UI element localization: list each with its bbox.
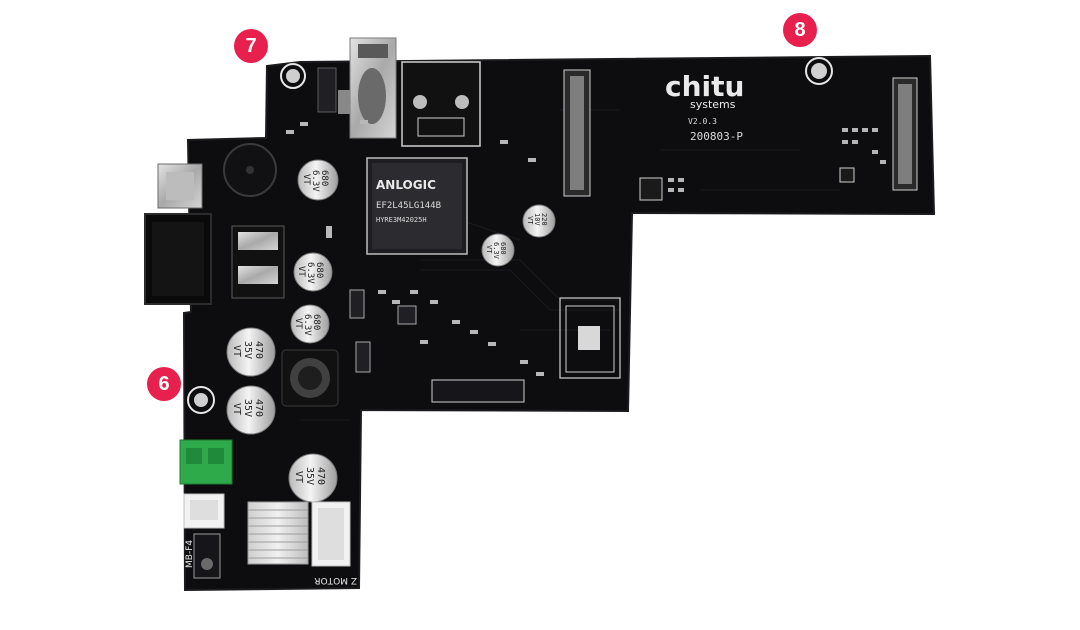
- white-connector-right: [311, 501, 351, 567]
- callout-marker-7: 7: [234, 29, 268, 63]
- bga-chip: [559, 297, 621, 379]
- svg-text:VT: VT: [301, 174, 311, 185]
- svg-text:6.3V: 6.3V: [305, 262, 315, 284]
- capacitor: 470 35V VT: [226, 385, 276, 435]
- chip-brand: ANLOGIC: [376, 178, 436, 192]
- svg-text:35V: 35V: [304, 467, 315, 485]
- mounting-hole-top-left: [280, 63, 306, 89]
- mounting-hole-top-right: [805, 57, 833, 85]
- green-terminal-block: [179, 439, 233, 485]
- svg-text:6.3V: 6.3V: [310, 170, 320, 192]
- svg-text:6.3V: 6.3V: [492, 242, 500, 260]
- svg-text:35V: 35V: [242, 341, 253, 359]
- fpga-chip: ANLOGIC EF2L45LG144B HYRE3M42025H: [366, 157, 468, 255]
- svg-text:680: 680: [319, 170, 329, 186]
- capacitor: 680 6.3V VT: [290, 304, 330, 344]
- capacitor: 680 6.3V VT: [481, 233, 515, 267]
- svg-text:VT: VT: [526, 216, 534, 225]
- connector-label-z-motor: Z MOTOR: [314, 575, 357, 585]
- callout-marker-6: 6: [147, 367, 181, 401]
- dc-jack: [157, 163, 203, 209]
- power-inductor: [281, 349, 339, 407]
- white-connector-left: [183, 493, 225, 529]
- mounting-hole-left: [187, 386, 215, 414]
- svg-text:VT: VT: [231, 345, 242, 357]
- svg-text:35V: 35V: [242, 399, 253, 417]
- pin-header-top: [317, 67, 350, 114]
- svg-text:VT: VT: [485, 245, 493, 254]
- capacitor: 220 10V VT: [522, 204, 556, 238]
- pin-header-bottom: [431, 379, 525, 403]
- svg-text:470: 470: [253, 399, 264, 417]
- usb-connector: [349, 37, 397, 139]
- logo-sub: systems: [690, 98, 736, 111]
- logo-main: chitu: [665, 70, 744, 103]
- smd-resistors-right: [668, 128, 886, 192]
- board-part-number: 200803-P: [690, 130, 743, 143]
- chip-lot: HYRE3M42025H: [376, 216, 427, 224]
- connector-label-mb: MB-F4: [185, 540, 195, 568]
- network-socket: [401, 61, 481, 147]
- svg-text:VT: VT: [293, 471, 304, 483]
- svg-text:VT: VT: [296, 266, 306, 277]
- small-ic: [839, 167, 855, 183]
- capacitor: 470 35V VT: [226, 327, 276, 377]
- power-switch: [144, 213, 285, 305]
- buzzer: [223, 143, 277, 197]
- svg-text:470: 470: [253, 341, 264, 359]
- svg-text:680: 680: [499, 242, 507, 255]
- heatsink: [247, 501, 309, 565]
- svg-text:680: 680: [314, 262, 324, 278]
- capacitor: 470 35V VT: [288, 453, 338, 503]
- ribbon-connector-right: [892, 77, 918, 191]
- svg-text:VT: VT: [231, 403, 242, 415]
- capacitor: 680 6.3V VT: [293, 252, 333, 292]
- svg-text:220: 220: [540, 213, 548, 226]
- small-ic: [639, 177, 663, 201]
- svg-text:6.3V: 6.3V: [302, 314, 312, 336]
- transistors: [349, 289, 417, 373]
- svg-text:470: 470: [315, 467, 326, 485]
- svg-text:10V: 10V: [533, 213, 541, 226]
- small-socket-bottom: [193, 533, 221, 579]
- ribbon-connector-center: [563, 69, 591, 197]
- svg-text:VT: VT: [293, 318, 303, 329]
- chip-model: EF2L45LG144B: [376, 201, 441, 211]
- svg-text:680: 680: [311, 314, 321, 330]
- callout-marker-8: 8: [783, 13, 817, 47]
- smd-components: [286, 120, 544, 376]
- capacitor: 680 6.3V VT: [297, 159, 339, 201]
- board-version: V2.0.3: [688, 117, 717, 126]
